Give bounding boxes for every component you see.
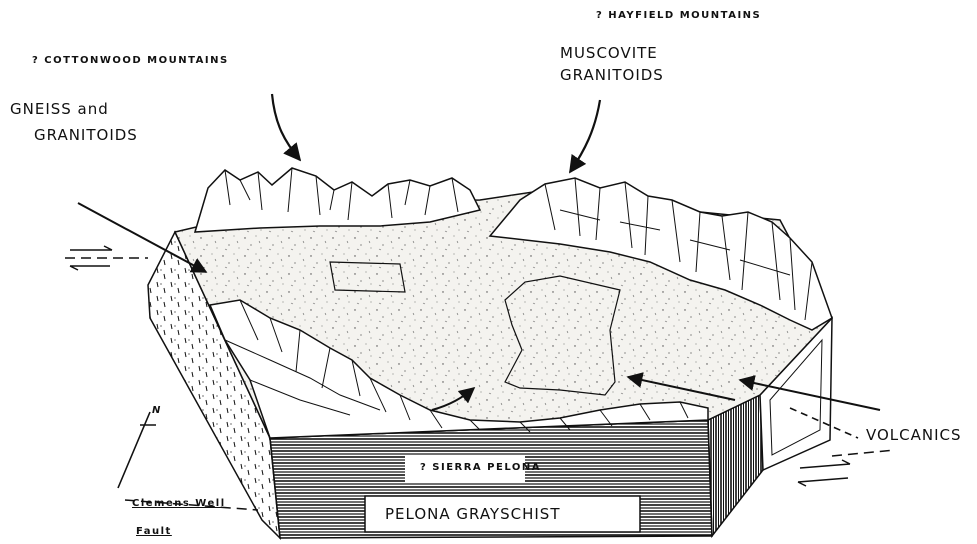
muscovite-arrow: [570, 100, 600, 172]
clemens-well-label: Clemens Well: [132, 498, 226, 510]
muscovite-granitoids-label-line1: MUSCOVITE: [560, 44, 658, 62]
gneiss-granitoids-label-line1: GNEISS and: [10, 100, 109, 118]
gneiss-granitoids-label-line2: GRANITOIDS: [34, 126, 138, 144]
pelona-grayschist-label: PELONA GRAYSCHIST: [385, 505, 560, 523]
sierra-pelona-label: ? SIERRA PELONA: [420, 462, 541, 474]
fault-label: Fault: [136, 526, 172, 538]
north-arrow: [118, 412, 156, 488]
north-label: N: [152, 405, 162, 417]
cottonwood-arrow: [272, 94, 300, 160]
fault-slip-arrows-right: [798, 460, 850, 486]
hayfield-mountains-label: ? HAYFIELD MOUNTAINS: [596, 10, 761, 22]
muscovite-granitoids-label-line2: GRANITOIDS: [560, 66, 664, 84]
cottonwood-mountains-label: ? COTTONWOOD MOUNTAINS: [32, 55, 229, 67]
volcanics-label: VOLCANICS: [866, 426, 962, 444]
